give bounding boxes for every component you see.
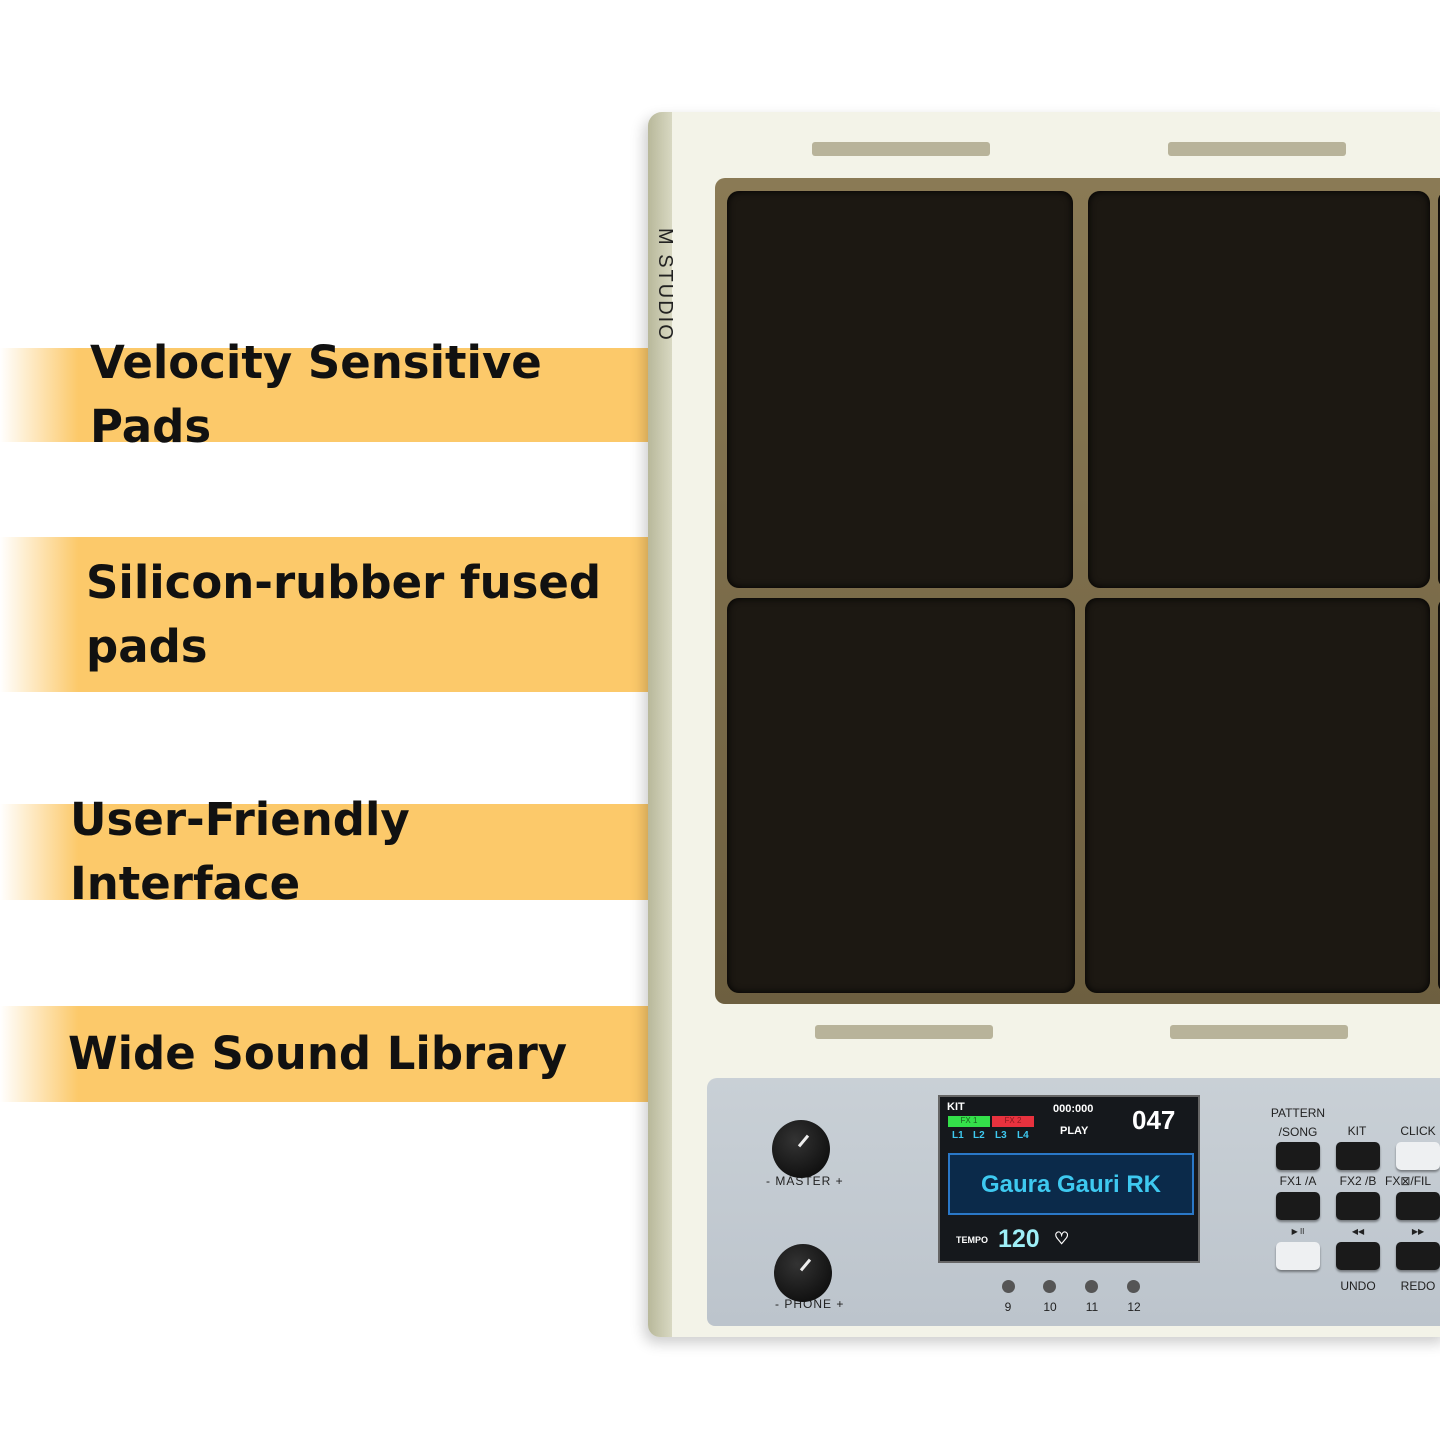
fx1-a-label: FX1 /A [1279, 1174, 1317, 1188]
fx1-indicator: FX 1 [948, 1116, 990, 1127]
kit-name: Gaura Gauri RK [980, 1171, 1162, 1198]
feature-label: User-Friendly Interface [70, 793, 410, 910]
play-pause-label: ▶ II [1291, 1227, 1305, 1236]
feature-banner-2: Silicon-rubber fused pads [0, 537, 652, 692]
play-pause-button[interactable] [1276, 1242, 1320, 1270]
redo-label: REDO [1400, 1279, 1436, 1293]
feature-banner-3: User-Friendly Interface [0, 793, 652, 910]
fx2-b-button[interactable] [1336, 1192, 1380, 1220]
fx-fill-button[interactable] [1396, 1192, 1440, 1220]
pad-number: 11 [1085, 1300, 1099, 1314]
slot [815, 1025, 993, 1039]
click-button-label: CLICK [1400, 1124, 1436, 1138]
click-button[interactable] [1396, 1142, 1440, 1170]
fx2-b-label: FX2 /B [1339, 1174, 1377, 1188]
layer-l2: L2 [973, 1130, 985, 1141]
lcd-screen: KIT FX 1 FX 2 L1 L2 L3 L4 000:000 PLAY 0… [938, 1095, 1200, 1263]
undo-label: UNDO [1340, 1279, 1376, 1293]
layer-l3: L3 [995, 1130, 1007, 1141]
time-display: 000:000 [1053, 1103, 1094, 1115]
play-status: PLAY [1060, 1125, 1089, 1137]
led-12 [1127, 1280, 1140, 1293]
kit-name-box [948, 1153, 1194, 1215]
layer-l1: L1 [952, 1130, 964, 1141]
phone-knob[interactable] [774, 1244, 832, 1302]
feature-label: Wide Sound Library [68, 1027, 568, 1080]
kit-label: KIT [947, 1101, 965, 1113]
pattern-song-button[interactable] [1276, 1142, 1320, 1170]
master-label: - MASTER + [766, 1174, 844, 1188]
pad-2[interactable] [1088, 191, 1430, 588]
brand-logo: M STUDIO [654, 228, 676, 342]
forward-redo-button[interactable] [1396, 1242, 1440, 1270]
feature-label: Velocity Sensitive Pads [90, 336, 542, 453]
fx-fill-label: FX⊠/FIL [1385, 1174, 1432, 1188]
pad-1[interactable] [727, 191, 1073, 588]
pad-3[interactable] [727, 598, 1075, 993]
pad-number: 9 [1004, 1300, 1012, 1314]
kit-button-label: KIT [1347, 1124, 1367, 1138]
led-11 [1085, 1280, 1098, 1293]
pad-number: 12 [1127, 1300, 1141, 1314]
device-edge [648, 112, 672, 1337]
feature-label: Silicon-rubber fused pads [86, 555, 602, 673]
pattern-song-label: PATTERN /SONG [1270, 1106, 1326, 1139]
pad-4[interactable] [1085, 598, 1430, 993]
feature-banner-4: Wide Sound Library [0, 1006, 652, 1102]
pad-number: 10 [1043, 1300, 1057, 1314]
feature-banner-1: Velocity Sensitive Pads [0, 336, 652, 453]
tempo-label: TEMPO [956, 1235, 989, 1245]
master-knob[interactable] [772, 1120, 830, 1178]
heart-icon: ♡ [1054, 1229, 1070, 1248]
led-10 [1043, 1280, 1056, 1293]
forward-label: ▶▶ [1411, 1227, 1425, 1236]
phone-label: - PHONE + [775, 1297, 845, 1311]
slot [1170, 1025, 1348, 1039]
rewind-undo-button[interactable] [1336, 1242, 1380, 1270]
slot [1168, 142, 1346, 156]
fx1-a-button[interactable] [1276, 1192, 1320, 1220]
pad-6[interactable] [1438, 598, 1440, 993]
slot [812, 142, 990, 156]
kit-button[interactable] [1336, 1142, 1380, 1170]
layer-l4: L4 [1017, 1130, 1029, 1141]
rewind-label: ◀◀ [1351, 1227, 1365, 1236]
fx2-indicator: FX 2 [992, 1116, 1034, 1127]
tempo-value: 120 [998, 1225, 1040, 1253]
kit-number: 047 [1132, 1105, 1176, 1135]
pad-5[interactable] [1438, 191, 1440, 588]
led-9 [1002, 1280, 1015, 1293]
